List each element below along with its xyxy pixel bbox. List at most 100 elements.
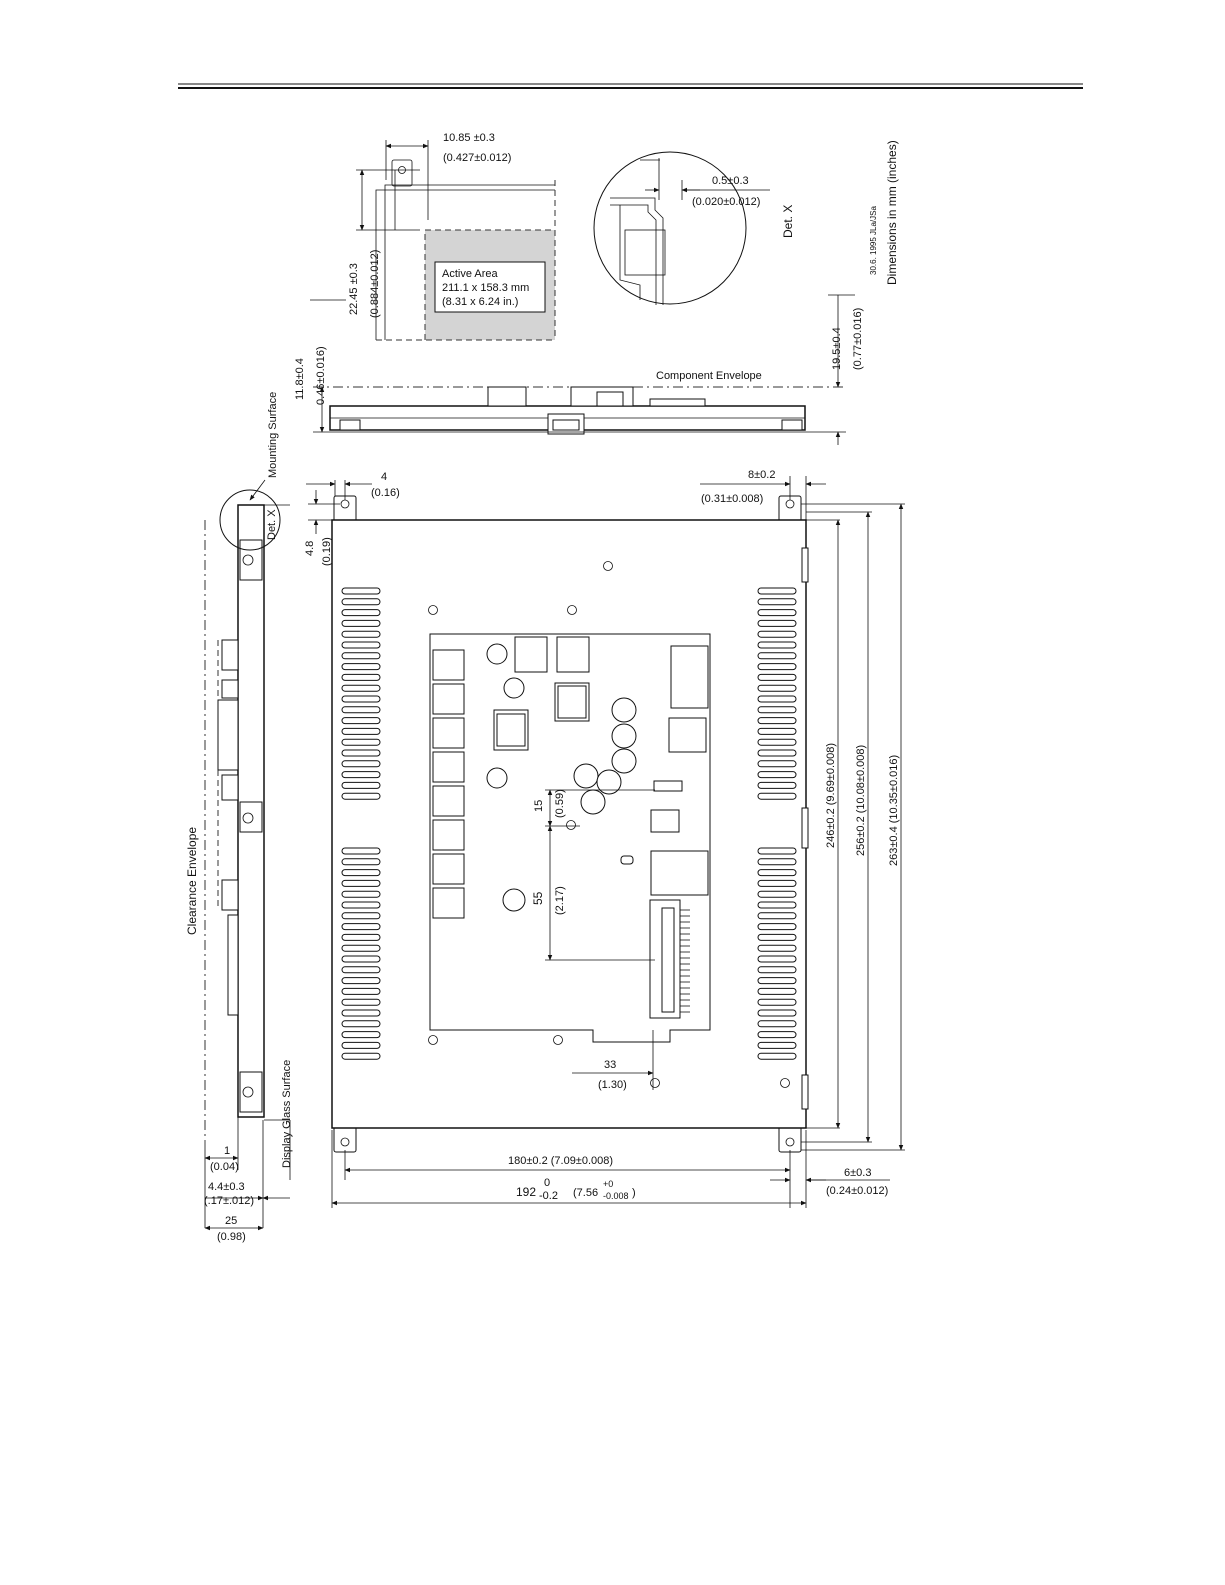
vent-slot xyxy=(341,673,381,681)
pcb-outline xyxy=(429,633,711,1043)
vent-slot xyxy=(341,609,381,617)
vent-slot xyxy=(757,792,797,800)
vent-slot xyxy=(757,771,797,779)
vent-slot xyxy=(757,609,797,617)
vent-slot xyxy=(341,879,381,887)
vent-slot xyxy=(757,717,797,725)
side-view-left: Clearance Envelope Det. X Mounting Surfa… xyxy=(185,392,293,1243)
vent-slot xyxy=(757,912,797,920)
vent-slot xyxy=(757,987,797,995)
vent-slot xyxy=(341,869,381,877)
dim-192-in-open: (7.56 xyxy=(573,1187,598,1199)
vent-slot xyxy=(757,673,797,681)
vent-slot xyxy=(757,684,797,692)
vent-slot xyxy=(341,1052,381,1060)
vent-slot xyxy=(757,901,797,909)
dim-256: 256±0.2 (10.08±0.008) xyxy=(855,745,867,856)
vent-slot xyxy=(757,695,797,703)
vent-slot xyxy=(757,955,797,963)
vent-slot xyxy=(341,792,381,800)
dim-192-in-tol-down: -0.008 xyxy=(603,1191,629,1201)
vent-slot xyxy=(341,847,381,855)
vent-slot xyxy=(341,663,381,671)
dim-263: 263±0.4 (10.35±0.016) xyxy=(888,755,900,866)
units-note: Dimensions in mm (inches) xyxy=(885,140,899,285)
vent-slot xyxy=(341,652,381,660)
det-x-callout xyxy=(219,489,281,551)
vent-slot xyxy=(757,706,797,714)
vent-slot xyxy=(757,630,797,638)
height-right-mm: 19.5±0.4 xyxy=(831,327,843,370)
vent-slot xyxy=(341,858,381,866)
vent-slot xyxy=(341,760,381,768)
vent-slot xyxy=(757,933,797,941)
vent-slot xyxy=(757,890,797,898)
detx-gap-mm: 0.5±0.3 xyxy=(712,175,749,187)
vent-slot xyxy=(341,1009,381,1017)
hole-x-in: (0.16) xyxy=(371,487,400,499)
mounting-surface-label: Mounting Surface xyxy=(267,392,279,478)
active-area-mm: 211.1 x 158.3 mm xyxy=(442,282,529,294)
vent-slot xyxy=(341,619,381,627)
vent-slot xyxy=(341,923,381,931)
active-area-in: (8.31 x 6.24 in.) xyxy=(442,296,518,308)
vent-slot xyxy=(757,587,797,595)
vent-slot xyxy=(757,598,797,606)
vent-slot xyxy=(757,1041,797,1049)
vert-offset-mm: 22.45 ±0.3 xyxy=(348,263,360,315)
hole-x-mm: 4 xyxy=(381,471,387,483)
vent-slot xyxy=(757,652,797,660)
vent-slot xyxy=(341,901,381,909)
side-25-in: (0.98) xyxy=(217,1231,246,1243)
side-view-top: Component Envelope 11.8±0.4 0.46±0.016) … xyxy=(294,294,864,445)
vent-slot xyxy=(757,1020,797,1028)
mounting-ear xyxy=(391,159,413,187)
vent-slot xyxy=(341,706,381,714)
side-1-mm: 1 xyxy=(224,1145,230,1157)
dim-180: 180±0.2 (7.09±0.008) xyxy=(508,1155,613,1167)
vent-slot xyxy=(757,749,797,757)
main-dimensions: 4 (0.16) 4.8 (0.19) 8±0.2 (0.31±0.008) 2… xyxy=(304,469,905,1208)
active-area-title: Active Area xyxy=(442,268,499,280)
dim-33-mm: 33 xyxy=(604,1059,616,1071)
vent-slot xyxy=(757,847,797,855)
vent-slot xyxy=(341,912,381,920)
vent-slot xyxy=(341,641,381,649)
vent-slot xyxy=(757,966,797,974)
vent-slot xyxy=(341,1020,381,1028)
side-25-mm: 25 xyxy=(225,1215,237,1227)
vent-slot xyxy=(341,695,381,703)
vent-slot xyxy=(757,977,797,985)
dim-15-mm: 15 xyxy=(533,800,545,812)
vent-slot xyxy=(341,977,381,985)
vent-slot xyxy=(341,987,381,995)
vent-slot xyxy=(341,955,381,963)
component-envelope-label: Component Envelope xyxy=(656,370,762,382)
vert-offset-in: (0.884±0.012) xyxy=(369,250,381,318)
date-note: 30.6. 1995 JLa/JSa xyxy=(869,206,878,275)
vent-slot xyxy=(341,630,381,638)
height-left-in: 0.46±0.016) xyxy=(315,346,327,405)
vent-slot xyxy=(341,749,381,757)
vent-slot xyxy=(341,1031,381,1039)
ventilation-slots xyxy=(341,587,797,1060)
connector-pins xyxy=(680,909,690,1013)
vent-slot xyxy=(341,933,381,941)
vent-slot xyxy=(341,738,381,746)
height-right-in: (0.77±0.016) xyxy=(852,308,864,370)
vent-slot xyxy=(341,598,381,606)
display-glass-surface-label: Display Glass Surface xyxy=(281,1060,293,1168)
vent-slot xyxy=(757,663,797,671)
vent-slot xyxy=(757,998,797,1006)
vent-slot xyxy=(757,781,797,789)
height-left-mm: 11.8±0.4 xyxy=(294,358,306,400)
dim-192-tol-up: 0 xyxy=(544,1177,550,1189)
vent-slot xyxy=(757,858,797,866)
vent-slot xyxy=(341,727,381,735)
dim-192-in-tol-up: +0 xyxy=(603,1179,613,1189)
vent-slot xyxy=(757,869,797,877)
vent-slot xyxy=(757,738,797,746)
vent-slot xyxy=(757,760,797,768)
side-44-mm: 4.4±0.3 xyxy=(208,1181,245,1193)
